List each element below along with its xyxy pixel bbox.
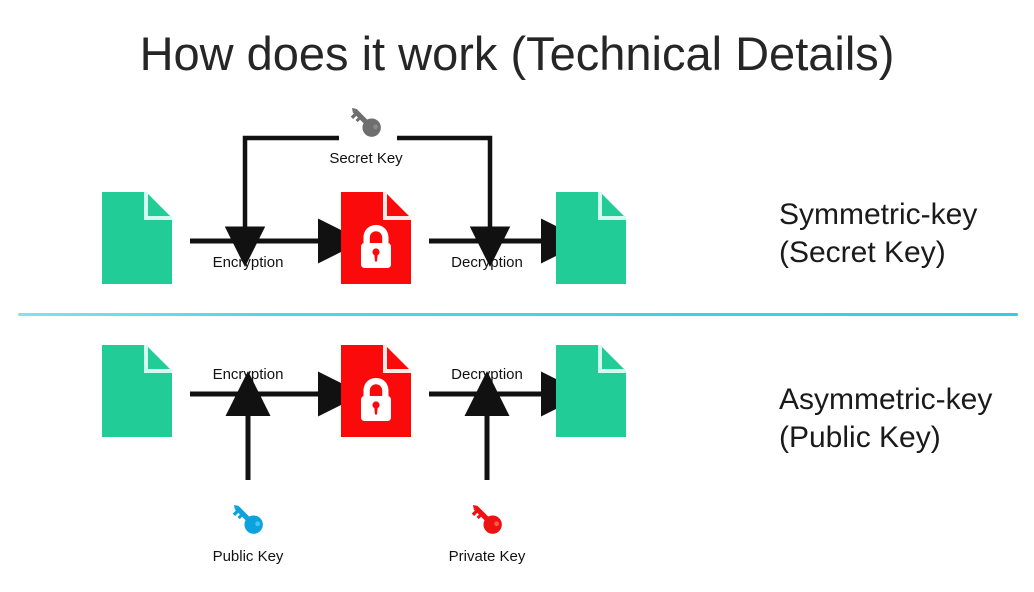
secret-key-label: Secret Key xyxy=(329,150,403,167)
document-icon-plaintext-input-bottom xyxy=(102,345,172,437)
key-icon-private xyxy=(464,496,510,542)
section-caption-asymmetric: Asymmetric-key (Public Key) xyxy=(779,381,992,456)
symmetric-caption-line-1: Symmetric-key xyxy=(779,198,978,231)
section-caption-symmetric: Symmetric-key (Secret Key) xyxy=(779,196,977,271)
private-key-label: Private Key xyxy=(448,548,526,565)
encryption-label-top: Encryption xyxy=(212,254,284,271)
key-icon-public xyxy=(225,496,271,542)
asymmetric-caption-line-2: (Public Key) xyxy=(779,420,941,454)
page-title: How does it work (Technical Details) xyxy=(139,27,895,80)
document-icon-plaintext-input-top xyxy=(102,192,172,284)
decryption-label-top: Decryption xyxy=(451,254,523,271)
document-locked-icon-ciphertext-top xyxy=(341,192,411,284)
document-icon-plaintext-output-bottom xyxy=(556,345,626,437)
decryption-label-bottom: Decryption xyxy=(451,366,523,383)
document-icon-plaintext-output-top xyxy=(556,192,626,284)
public-key-label: Public Key xyxy=(212,548,284,565)
key-icon-secret xyxy=(343,99,389,145)
asymmetric-caption-line-1: Asymmetric-key xyxy=(779,383,993,416)
encryption-label-bottom: Encryption xyxy=(212,366,284,383)
document-locked-icon-ciphertext-bottom xyxy=(341,345,411,437)
symmetric-caption-line-2: (Secret Key) xyxy=(779,235,946,269)
section-divider xyxy=(18,313,1018,316)
